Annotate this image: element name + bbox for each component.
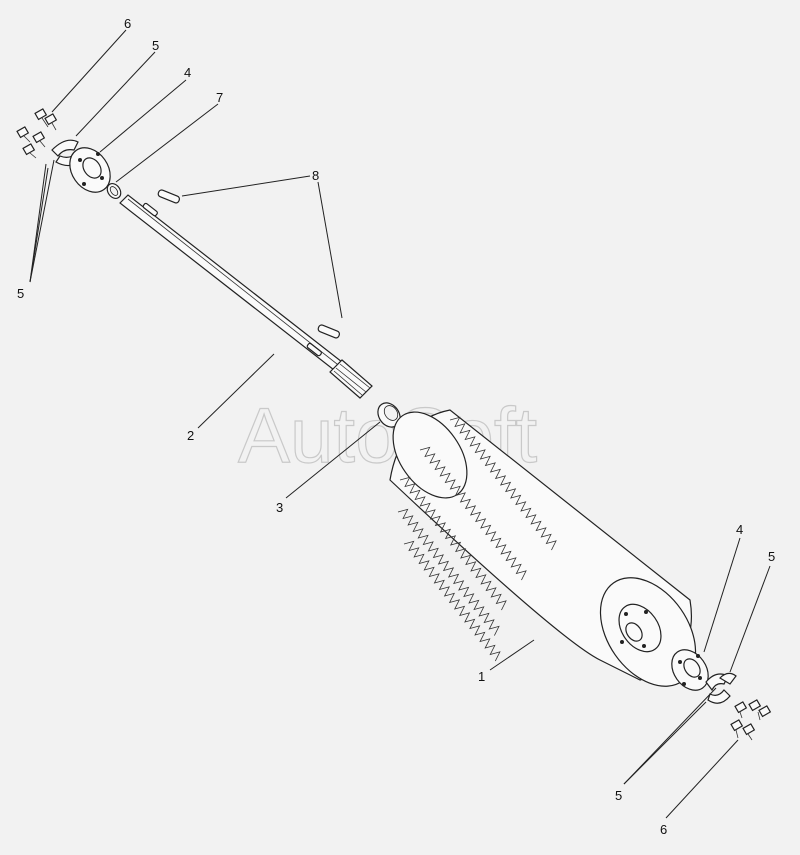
callout-2: 2 (187, 428, 194, 443)
toothed-drum (389, 409, 697, 687)
flange-top-left (69, 147, 111, 193)
bolts-top-left (16, 108, 58, 159)
callouts: 6 5 4 7 8 5 2 3 1 4 5 5 6 (17, 16, 775, 837)
callout-8: 8 (312, 168, 319, 183)
callout-6-bottom: 6 (660, 822, 667, 837)
callout-5-bottom: 5 (615, 788, 622, 803)
keys (157, 189, 341, 339)
callout-5-top: 5 (152, 38, 159, 53)
callout-3: 3 (276, 500, 283, 515)
callout-5-left: 5 (17, 286, 24, 301)
callout-7: 7 (216, 90, 223, 105)
flange-bottom-right (671, 649, 709, 691)
bushing (377, 402, 401, 428)
lock-plates-bottom-right (705, 672, 737, 704)
callout-5-right: 5 (768, 549, 775, 564)
callout-4-right: 4 (736, 522, 743, 537)
shaft (119, 194, 373, 399)
callout-6-top: 6 (124, 16, 131, 31)
bolts-bottom-right (730, 699, 772, 741)
callout-1: 1 (478, 669, 485, 684)
callout-4-top: 4 (184, 65, 191, 80)
snap-ring (106, 182, 122, 200)
leader-lines (29, 29, 771, 819)
